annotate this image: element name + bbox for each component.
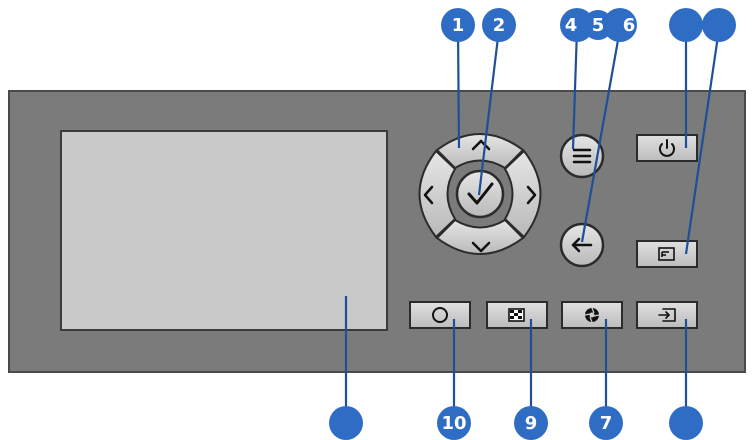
shutter-icon xyxy=(584,307,600,323)
circle-button[interactable] xyxy=(409,301,471,329)
callout-9-label: 9 xyxy=(525,413,538,434)
checkmark-icon xyxy=(467,182,494,205)
back-button[interactable] xyxy=(559,222,605,268)
power-button[interactable] xyxy=(636,134,698,162)
chevron-left-icon xyxy=(423,185,434,205)
callout-10: 10 xyxy=(437,406,471,440)
callout-1: 1 xyxy=(441,8,475,42)
circle-icon xyxy=(432,307,448,323)
callout-6-label: 6 xyxy=(623,15,636,36)
callout-5-label: 5 xyxy=(592,15,605,36)
chevron-up-icon xyxy=(471,139,491,151)
chevron-right-icon xyxy=(526,185,537,205)
callout-10-label: 10 xyxy=(441,413,466,434)
callout-7: 7 xyxy=(589,406,623,440)
input-button[interactable] xyxy=(636,301,698,329)
callout-lcd xyxy=(329,406,363,440)
nav-right-button[interactable] xyxy=(503,149,542,239)
callout-7-label: 7 xyxy=(600,413,613,434)
menu-icon xyxy=(572,148,592,164)
power-icon xyxy=(659,139,675,157)
chevron-down-icon xyxy=(471,241,491,253)
callout-2: 2 xyxy=(482,8,516,42)
navigation-cluster xyxy=(418,133,542,255)
osd-icon xyxy=(658,247,675,261)
input-icon xyxy=(658,308,676,322)
leader-lines xyxy=(344,28,721,422)
callout-4-label: 4 xyxy=(565,15,578,36)
callout-9: 9 xyxy=(514,406,548,440)
callout-6: 6 xyxy=(603,8,637,42)
menu-button[interactable] xyxy=(559,133,605,179)
callout-4: 4 xyxy=(560,8,594,42)
callout-2-label: 2 xyxy=(493,15,506,36)
callout-power xyxy=(669,8,703,42)
test-pattern-button[interactable] xyxy=(486,301,548,329)
shutter-button[interactable] xyxy=(561,301,623,329)
test-pattern-icon xyxy=(508,308,525,322)
callout-input xyxy=(669,406,703,440)
callout-1-label: 1 xyxy=(452,15,465,36)
back-arrow-icon xyxy=(571,237,593,253)
nav-down-button[interactable] xyxy=(435,218,525,255)
nav-left-button[interactable] xyxy=(418,149,457,239)
callout-osd xyxy=(702,8,736,42)
lcd-screen xyxy=(60,130,388,331)
